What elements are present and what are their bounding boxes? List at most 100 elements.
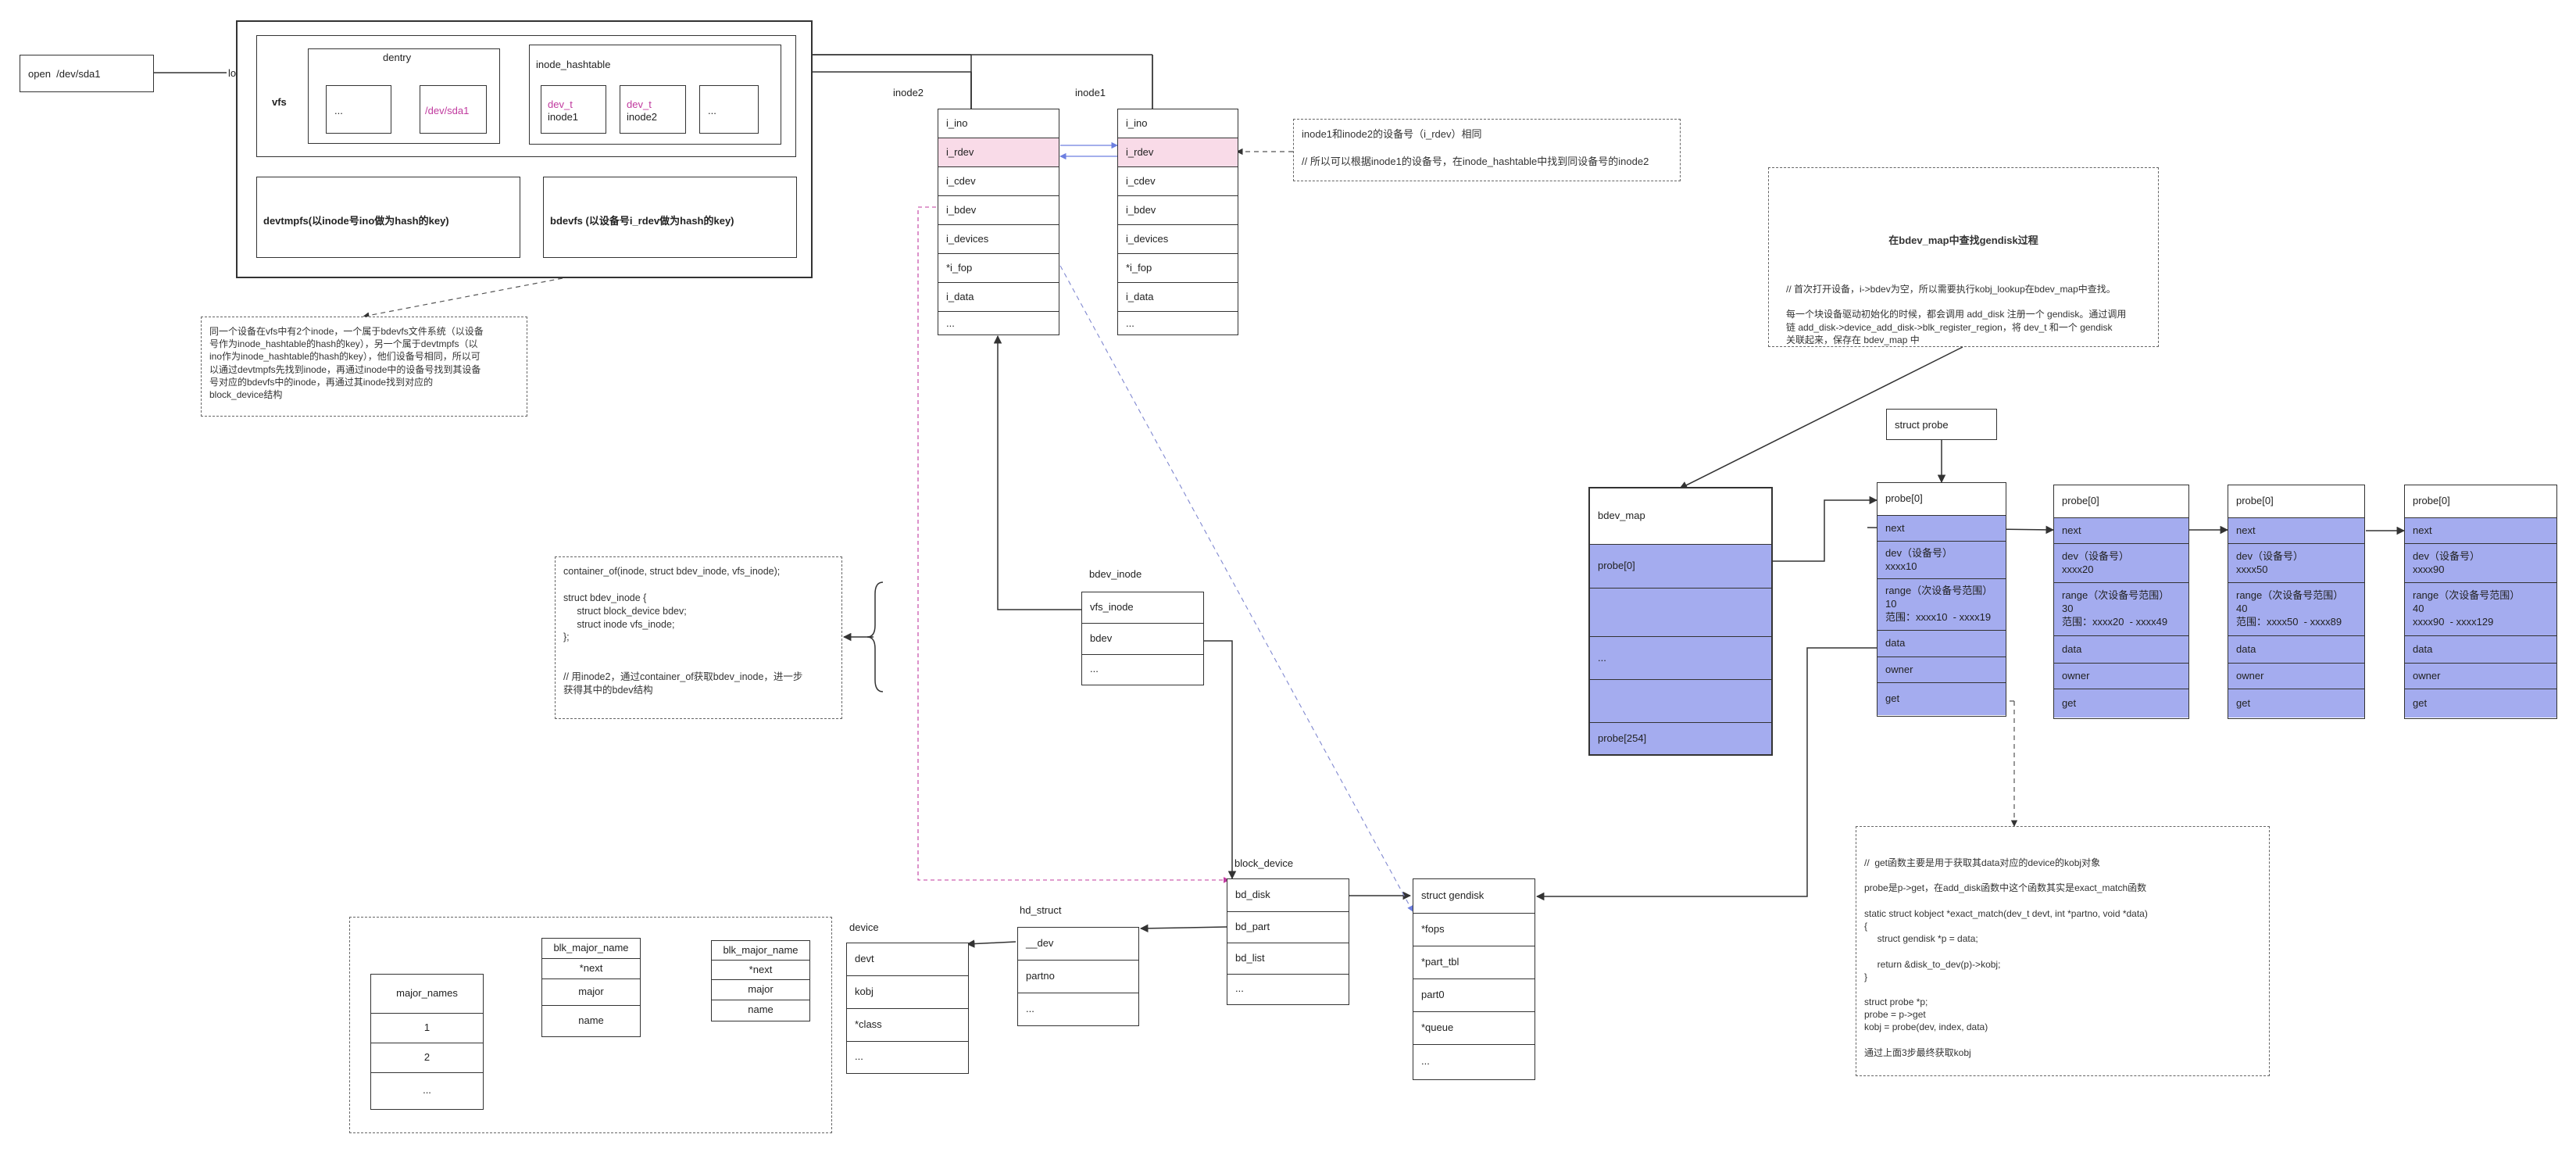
gendisk-queue: *queue <box>1413 1012 1535 1045</box>
blk-major-name-2-major: major <box>712 980 809 1000</box>
major-names-title: major_names <box>371 975 483 1014</box>
inode1-ellipsis: ... <box>1126 317 1134 329</box>
inode2-i-ino: i_ino <box>938 109 1059 138</box>
gendisk-lookup-note: 在bdev_map中查找gendisk过程 // 首次打开设备，i->bdev为… <box>1768 167 2159 347</box>
gendisk-lookup-note-title: 在bdev_map中查找gendisk过程 <box>1888 234 2038 246</box>
inode2-i-devices: i_devices <box>938 225 1059 254</box>
struct-probe-box: struct probe <box>1886 409 1997 440</box>
devtmpfs-label: devtmpfs(以inode号ino做为hash的key) <box>263 215 449 227</box>
bdev-map-array: bdev_map probe[0] ... probe[254] <box>1588 487 1773 756</box>
probe-2-dev: dev（设备号） xxxx20 <box>2054 544 2188 583</box>
probe-2-data: data <box>2054 636 2188 664</box>
probe-1-range: range（次设备号范围） 10 范围：xxxx10 - xxxx19 <box>1878 579 2006 631</box>
hd-struct-partno: partno <box>1018 961 1138 993</box>
probe-2-range: range（次设备号范围） 30 范围：xxxx20 - xxxx49 <box>2054 583 2188 636</box>
probe-4-data: data <box>2405 636 2556 664</box>
hd-struct-title: hd_struct <box>1020 904 1062 916</box>
probe-3-range: range（次设备号范围） 40 范围：xxxx50 - xxxx89 <box>2228 583 2364 636</box>
device-class: *class <box>847 1009 968 1042</box>
gendisk-fops: *fops <box>1413 914 1535 946</box>
probe-1-data: data <box>1878 631 2006 657</box>
probe-4-owner: owner <box>2405 664 2556 689</box>
dentry-item-ellipsis: ... <box>326 85 391 134</box>
bdev-map-probe0: probe[0] <box>1590 545 1771 589</box>
device-devt: devt <box>847 943 968 976</box>
blk-major-name-2: blk_major_name *next major name <box>711 940 810 1021</box>
probe-1-owner: owner <box>1878 657 2006 683</box>
blk-major-name-2-name: name <box>748 1004 774 1016</box>
dentry-ellipsis-text: ... <box>334 105 343 116</box>
major-names-2: 2 <box>371 1043 483 1073</box>
device-kobj: kobj <box>847 976 968 1009</box>
hash-ellipsis-box: ... <box>699 85 759 134</box>
probe-4-get: get <box>2405 689 2556 717</box>
gendisk-part0: part0 <box>1413 979 1535 1012</box>
hd-struct: __dev partno ... <box>1017 927 1139 1026</box>
gendisk-title: struct gendisk <box>1413 879 1535 914</box>
inode2-i-bdev: i_bdev <box>938 196 1059 225</box>
inode1-i-devices: i_devices <box>1118 225 1238 254</box>
probe-2-owner: owner <box>2054 664 2188 689</box>
rdev-note: inode1和inode2的设备号（i_rdev）相同 // 所以可以根据ino… <box>1293 119 1681 181</box>
bdev-inode-bdev: bdev <box>1082 624 1203 655</box>
hash-ellipsis-text: ... <box>708 105 716 116</box>
block-device-bd-list: bd_list <box>1227 943 1349 975</box>
probe-2-title: probe[0] <box>2054 485 2188 518</box>
probe-4-range: range（次设备号范围） 40 xxxx90 - xxxx129 <box>2405 583 2556 636</box>
probe-3-dev: dev（设备号） xxxx50 <box>2228 544 2364 583</box>
probe-4-title: probe[0] <box>2405 485 2556 518</box>
inode1-i-bdev: i_bdev <box>1118 196 1238 225</box>
gendisk-ellipsis: ... <box>1421 1055 1430 1068</box>
major-names-ellipsis: ... <box>423 1084 431 1097</box>
inode2-i-fop: *i_fop <box>938 254 1059 283</box>
hash-inode1-box: dev_t inode1 <box>541 85 606 134</box>
block-device-bd-part: bd_part <box>1227 912 1349 943</box>
blk-major-name-1-next: *next <box>542 959 640 979</box>
bdevfs-box: bdevfs (以设备号i_rdev做为hash的key) <box>543 177 797 258</box>
inode1-i-ino: i_ino <box>1118 109 1238 138</box>
inode1-i-cdev: i_cdev <box>1118 167 1238 196</box>
block-device-struct: bd_disk bd_part bd_list ... <box>1227 878 1349 1005</box>
open-sda1-label: open /dev/sda1 <box>28 68 101 80</box>
bdev-inode-ellipsis: ... <box>1090 663 1099 675</box>
blk-major-name-1: blk_major_name *next major name <box>541 938 641 1037</box>
hash-inode2-devt: dev_t <box>627 98 652 110</box>
inode1-i-data: i_data <box>1118 283 1238 312</box>
blk-major-name-1-title: blk_major_name <box>542 939 640 959</box>
bdev-map-probe254: probe[254] <box>1590 723 1771 754</box>
bdev-map-ellipsis: ... <box>1590 637 1771 680</box>
probe-chain-4: probe[0] next dev（设备号） xxxx90 range（次设备号… <box>2404 485 2557 719</box>
struct-probe-label: struct probe <box>1895 419 1949 431</box>
hash-inode2-name: inode2 <box>627 111 658 123</box>
probe-3-owner: owner <box>2228 664 2364 689</box>
probe-3-data: data <box>2228 636 2364 664</box>
probe-4-next: next <box>2405 518 2556 544</box>
hd-struct-dev: __dev <box>1018 928 1138 961</box>
bdev-inode-title: bdev_inode <box>1089 568 1142 580</box>
blk-major-name-1-major: major <box>542 979 640 1006</box>
major-names-1: 1 <box>371 1014 483 1043</box>
dentry-label: dentry <box>383 52 412 63</box>
device-ellipsis: ... <box>855 1050 863 1063</box>
probe-2-get: get <box>2054 689 2188 717</box>
bdev-map-slot2 <box>1590 680 1771 723</box>
probe-3-next: next <box>2228 518 2364 544</box>
hash-inode1-devt: dev_t <box>548 98 573 110</box>
inode2-struct: i_ino i_rdev i_cdev i_bdev i_devices *i_… <box>938 109 1059 335</box>
gendisk-part-tbl: *part_tbl <box>1413 946 1535 979</box>
major-names-array: major_names 1 2 ... <box>370 974 484 1110</box>
blk-major-name-2-title: blk_major_name <box>712 941 809 961</box>
hash-inode1-name: inode1 <box>548 111 579 123</box>
probe-4-dev: dev（设备号） xxxx90 <box>2405 544 2556 583</box>
probe-1-get: get <box>1878 683 2006 715</box>
probe-chain-1: probe[0] next dev（设备号） xxxx10 range（次设备号… <box>1877 482 2006 717</box>
inode1-struct: i_ino i_rdev i_cdev i_bdev i_devices *i_… <box>1117 109 1238 335</box>
blk-major-name-2-next: *next <box>712 961 809 980</box>
probe-chain-2: probe[0] next dev（设备号） xxxx20 range（次设备号… <box>2053 485 2189 719</box>
bdevfs-label: bdevfs (以设备号i_rdev做为hash的key) <box>550 215 734 227</box>
get-function-note: // get函数主要是用于获取其data对应的device的kobj对象 pro… <box>1856 826 2270 1076</box>
inode2-i-cdev: i_cdev <box>938 167 1059 196</box>
inode1-i-rdev: i_rdev <box>1118 138 1238 167</box>
probe-3-get: get <box>2228 689 2364 717</box>
inode2-i-data: i_data <box>938 283 1059 312</box>
